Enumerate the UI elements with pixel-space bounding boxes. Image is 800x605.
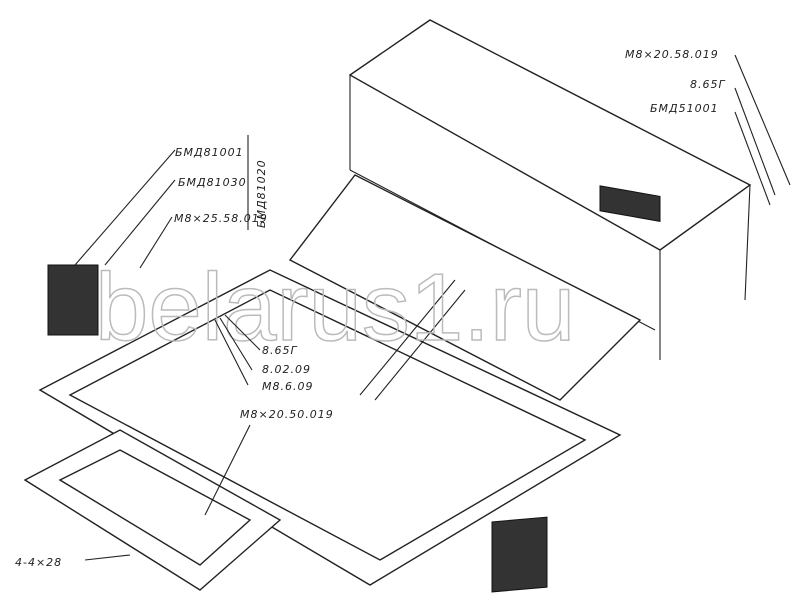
- mud-flap-left: [47, 264, 99, 336]
- platform-inner: [68, 289, 587, 561]
- label-4-4-28: 4-4×28: [15, 556, 62, 569]
- label-bmd81030: БМД81030: [178, 176, 247, 189]
- hitch-inner: [58, 449, 252, 566]
- middle-platform: [288, 174, 642, 401]
- label-8-65g-left: 8.65Г: [262, 344, 298, 357]
- label-bmd81001: БМД81001: [175, 146, 244, 159]
- label-m8-6-09: М8.6.09: [262, 380, 313, 393]
- mud-flap-right: [491, 516, 548, 593]
- label-bmd51001: БМД51001: [650, 102, 719, 115]
- label-bmd81020: БМД81020: [255, 159, 268, 228]
- label-8-65g-right: 8.65Г: [690, 78, 726, 91]
- label-m8-20-50: М8×20.50.019: [240, 408, 334, 421]
- bracket-panel: [599, 185, 661, 222]
- label-8-02-09: 8.02.09: [262, 363, 311, 376]
- label-m8-25-58: М8×25.58.019: [174, 212, 268, 225]
- label-m8-20-58: М8×20.58.019: [625, 48, 719, 61]
- watermark: belarus1.ru: [95, 254, 575, 361]
